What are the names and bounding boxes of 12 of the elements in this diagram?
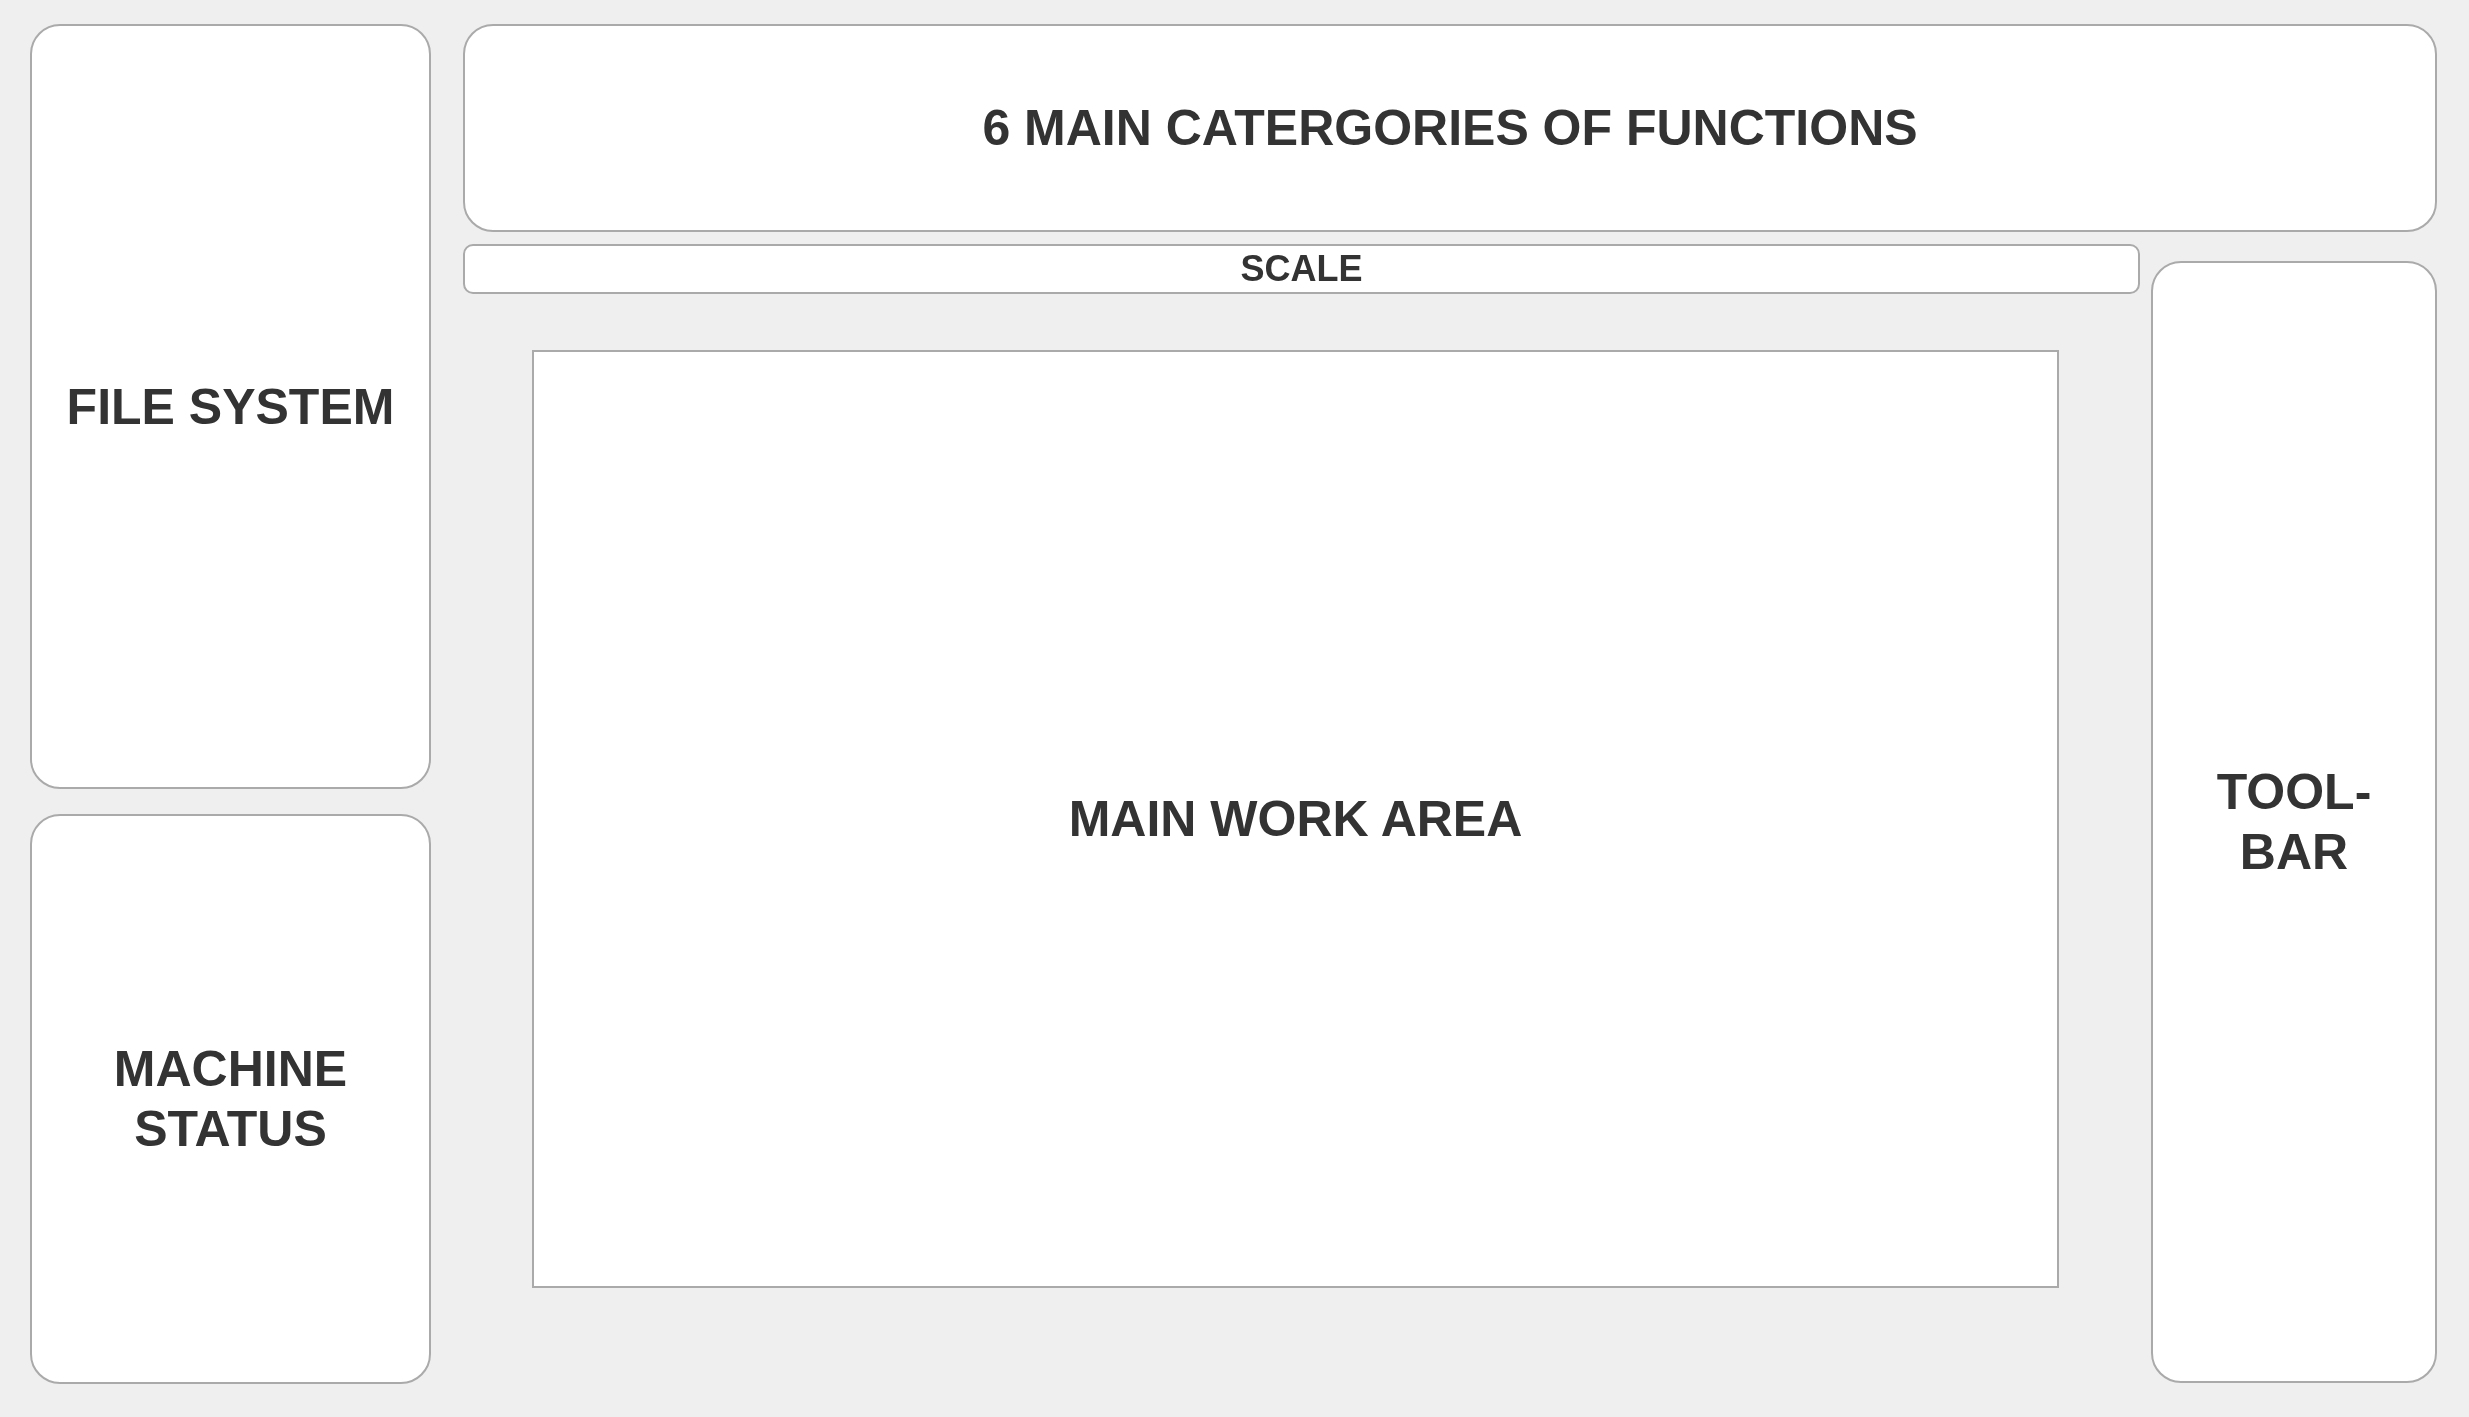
- panel-title: 6 MAIN CATERGORIES OF FUNCTIONS: [982, 99, 1918, 158]
- toolbar-panel: [2151, 261, 2437, 1383]
- panel-title: MACHINE STATUS: [112, 1040, 349, 1159]
- file-system-panel: [30, 24, 431, 789]
- panel-title: MAIN WORK AREA: [1068, 790, 1523, 849]
- header-panel: [463, 24, 2437, 232]
- panel-title: TOOL-BAR: [2215, 763, 2373, 882]
- scale-bar: [463, 244, 2140, 294]
- machine-status-panel: [30, 814, 431, 1384]
- work-area-panel: [532, 350, 2059, 1288]
- panel-title: FILE SYSTEM: [66, 377, 395, 437]
- panel-title: SCALE: [1240, 247, 1363, 291]
